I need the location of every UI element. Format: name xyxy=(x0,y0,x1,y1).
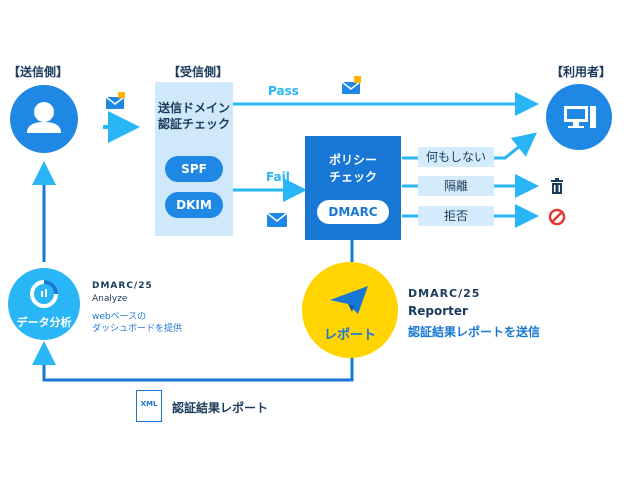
report-product: Reporter xyxy=(408,304,468,318)
report-brand: DMARC/25 xyxy=(408,287,481,300)
bottom-report-label: 認証結果レポート xyxy=(172,401,269,415)
pass-label: Pass xyxy=(268,84,299,98)
policy-title: ポリシー チェック xyxy=(305,152,401,186)
policy-title-2: チェック xyxy=(328,170,377,184)
analyze-desc-2: ダッシュボードを提供 xyxy=(92,324,183,334)
analyze-brand: DMARC/25 xyxy=(92,281,153,291)
mail-icon xyxy=(266,212,288,227)
policy-title-1: ポリシー xyxy=(328,153,377,167)
label-sender: 【送信側】 xyxy=(8,65,69,79)
trash-icon xyxy=(551,178,563,194)
receiver-box: 送信ドメイン 認証チェック SPF DKIM xyxy=(155,82,233,236)
spf-pill: SPF xyxy=(165,156,223,182)
arrow-report-loop xyxy=(32,341,354,382)
action-reject: 拒否 xyxy=(418,206,494,226)
analyze-circle: データ分析 xyxy=(8,268,80,340)
report-circle-label: レポート xyxy=(323,328,376,343)
xml-file-label: XML xyxy=(140,400,158,408)
action-nothing: 何もしない xyxy=(418,147,494,167)
user-circle xyxy=(546,84,612,150)
report-desc: 認証結果レポートを送信 xyxy=(408,325,541,339)
fail-label: Fail xyxy=(266,170,290,184)
receiver-title-1: 送信ドメイン xyxy=(157,101,230,115)
label-receiver: 【受信側】 xyxy=(168,65,229,79)
mail-lock-icon xyxy=(105,92,125,109)
receiver-title-2: 認証チェック xyxy=(157,117,230,131)
analyze-desc-1: webベースの xyxy=(92,312,147,322)
dmarc-pill: DMARC xyxy=(317,200,389,224)
computer-icon xyxy=(564,106,596,128)
analyze-product: Analyze xyxy=(92,294,128,304)
action-quarantine: 隔離 xyxy=(418,176,494,196)
xml-file-icon: XML xyxy=(136,390,162,422)
no-entry-icon xyxy=(548,208,566,226)
analyze-circle-label: データ分析 xyxy=(16,316,72,329)
label-user: 【利用者】 xyxy=(551,65,612,79)
mail-lock-icon-pass xyxy=(341,76,361,94)
policy-box: ポリシー チェック DMARC xyxy=(305,136,401,240)
paper-plane-icon xyxy=(330,286,368,314)
user-icon xyxy=(27,102,61,133)
sender-circle xyxy=(10,85,78,153)
report-circle: レポート xyxy=(302,262,398,358)
dkim-pill: DKIM xyxy=(165,192,223,218)
chart-icon xyxy=(30,280,58,308)
receiver-title: 送信ドメイン 認証チェック xyxy=(155,100,233,132)
